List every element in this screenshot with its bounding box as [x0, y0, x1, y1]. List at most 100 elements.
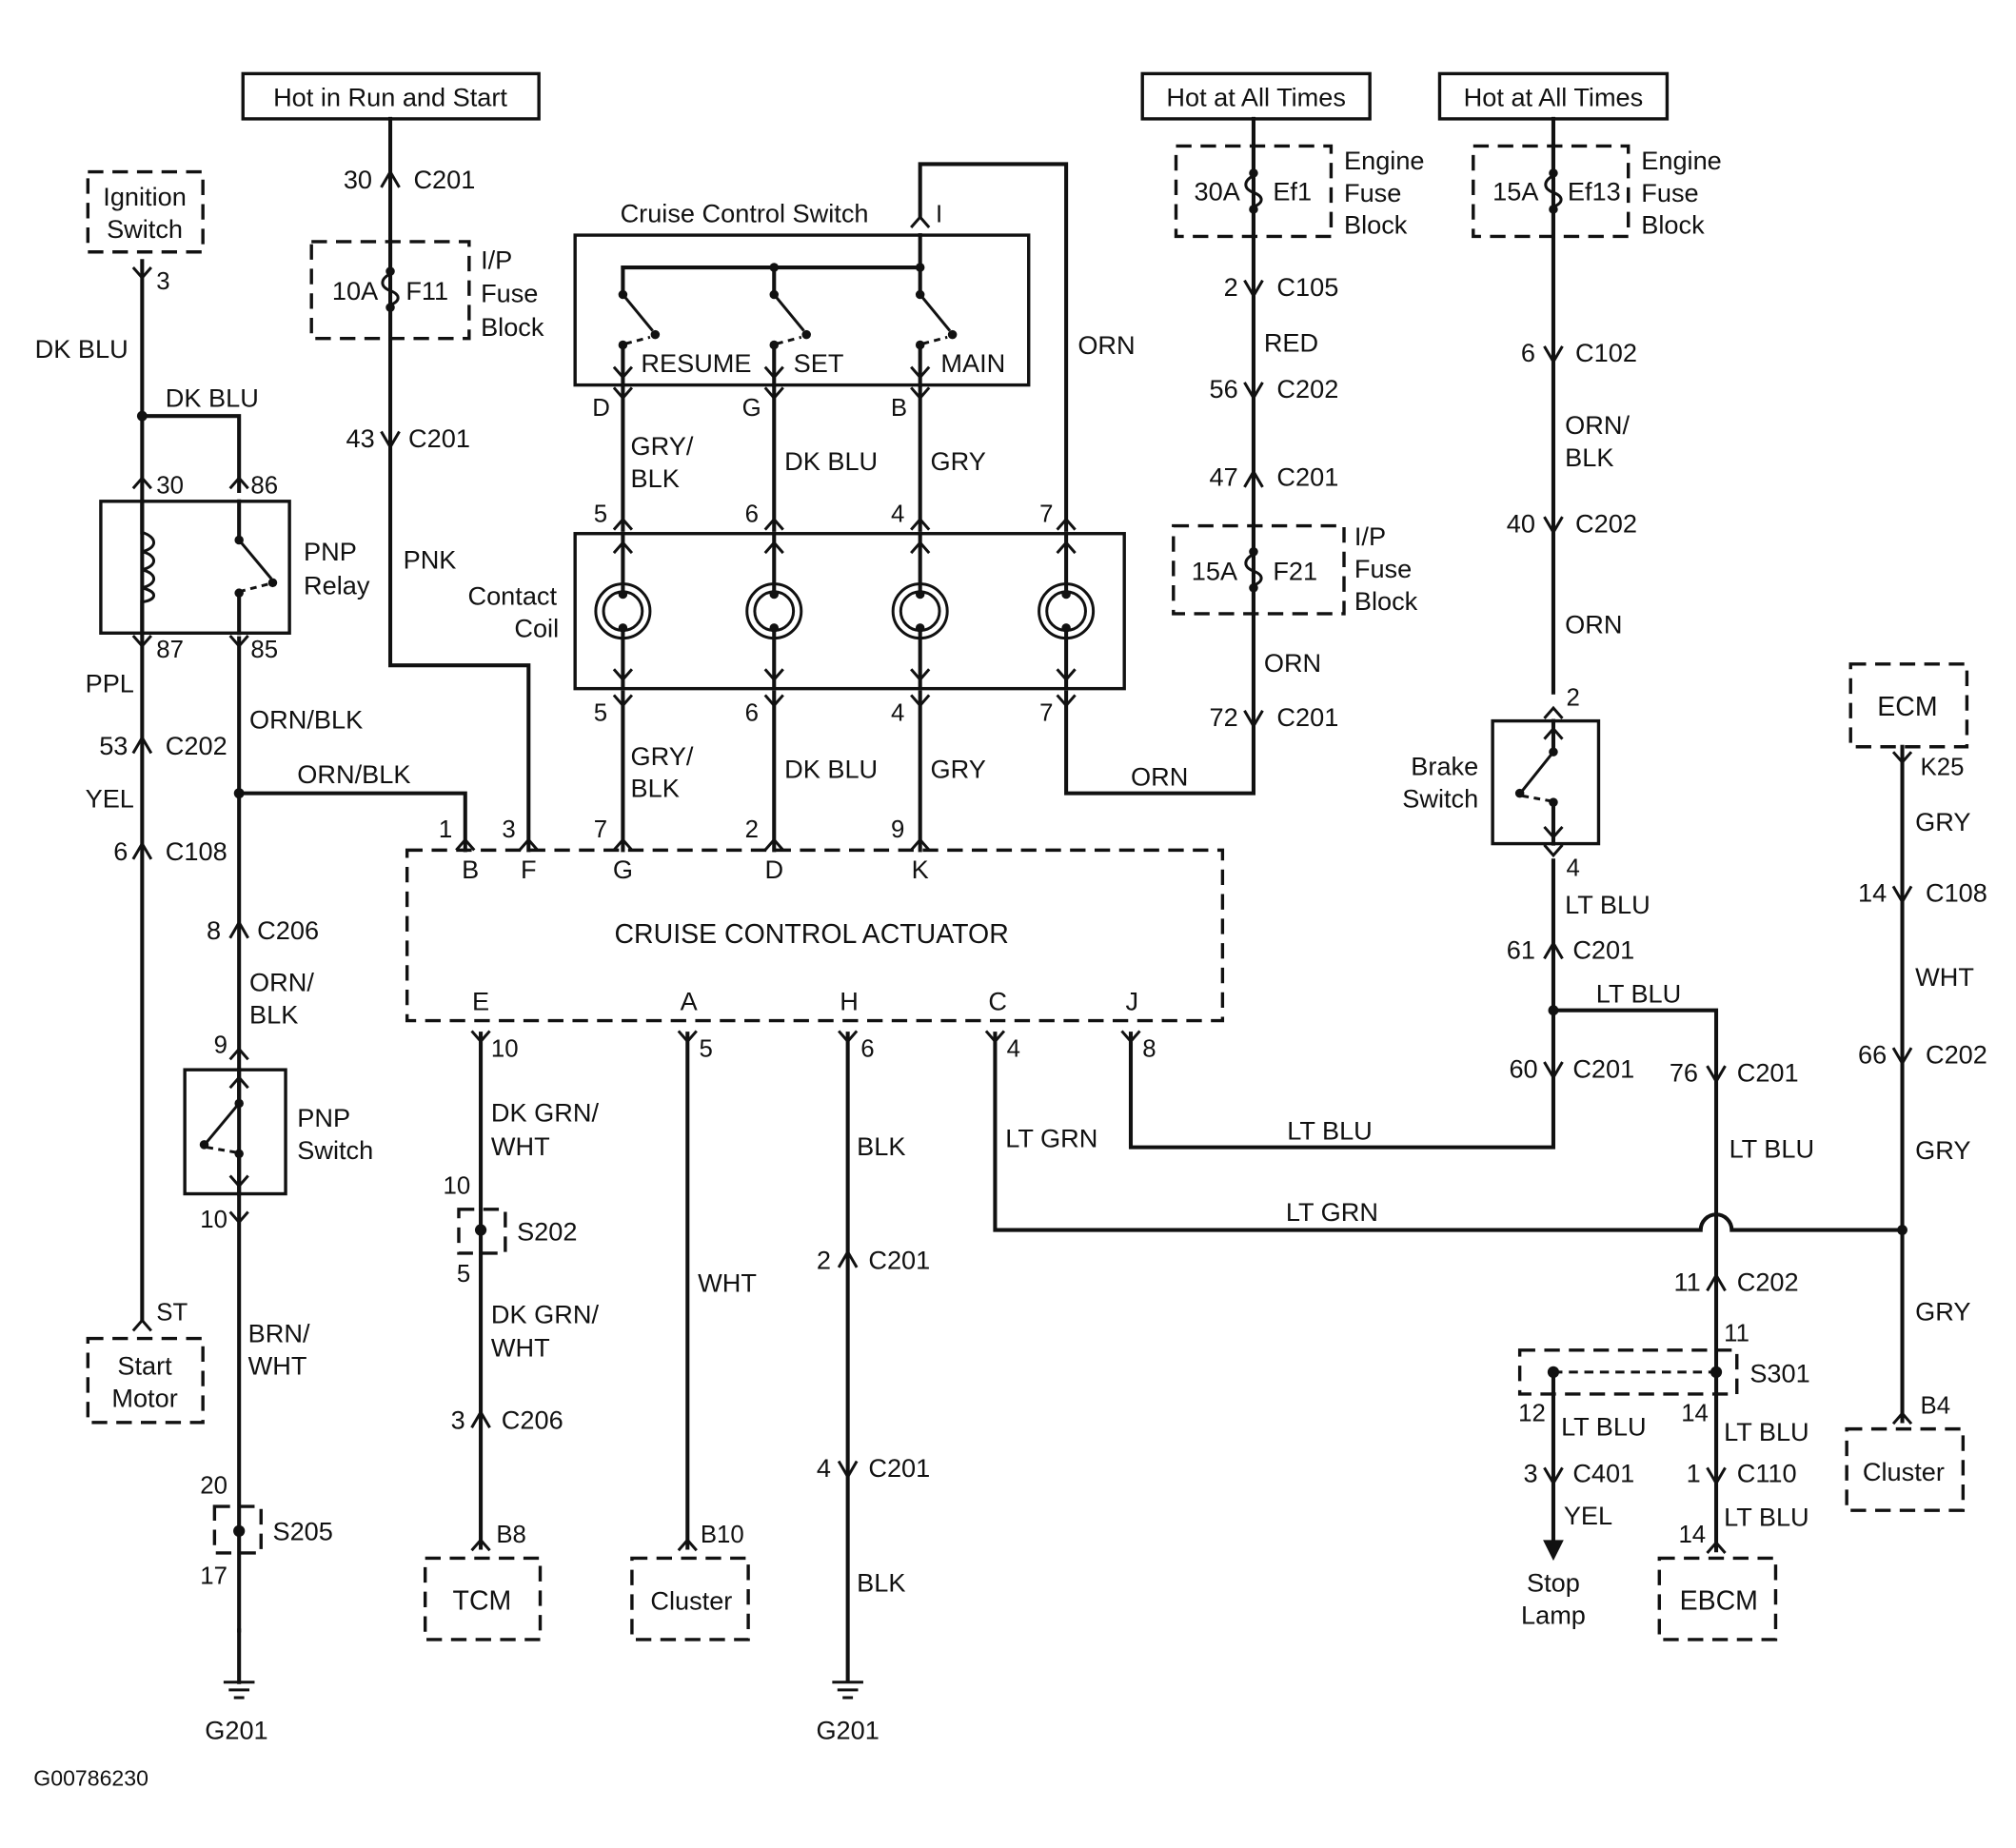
svg-text:87: 87 — [156, 637, 184, 663]
svg-text:LT BLU: LT BLU — [1287, 1115, 1373, 1145]
svg-text:WHT: WHT — [248, 1351, 307, 1381]
svg-text:1: 1 — [1687, 1458, 1701, 1487]
svg-text:S205: S205 — [272, 1516, 332, 1545]
svg-text:47: 47 — [1209, 462, 1237, 491]
ip-fuse-block-f11: 10A F11 I/P Fuse Block — [309, 239, 544, 342]
svg-text:PNP: PNP — [297, 1103, 350, 1132]
svg-text:Cruise Control Switch: Cruise Control Switch — [621, 199, 869, 228]
wire-color-labels: DK BLU DK BLU PPL YEL ORN/BLK ORN/BLK OR… — [35, 327, 1974, 1597]
svg-text:5: 5 — [594, 501, 607, 528]
svg-text:DK BLU: DK BLU — [784, 754, 878, 783]
svg-text:LT BLU: LT BLU — [1561, 1411, 1647, 1441]
svg-text:WHT: WHT — [1915, 962, 1974, 992]
svg-text:K25: K25 — [1921, 755, 1965, 781]
cruise-control-actuator: CRUISE CONTROL ACTUATOR B F G D K E A H … — [405, 848, 1225, 1023]
svg-text:85: 85 — [250, 637, 278, 663]
svg-text:C201: C201 — [1572, 934, 1634, 964]
svg-text:DK GRN/: DK GRN/ — [491, 1299, 600, 1328]
svg-text:C201: C201 — [1276, 702, 1338, 732]
svg-text:GRY: GRY — [1915, 807, 1970, 836]
svg-text:60: 60 — [1509, 1053, 1537, 1083]
svg-text:6: 6 — [113, 836, 128, 866]
svg-text:Block: Block — [481, 312, 544, 342]
svg-text:Switch: Switch — [107, 214, 183, 244]
svg-text:BLK: BLK — [631, 463, 680, 493]
svg-text:GRY: GRY — [1915, 1297, 1970, 1327]
svg-text:Fuse: Fuse — [1344, 178, 1401, 207]
svg-text:4: 4 — [891, 501, 904, 528]
svg-text:S202: S202 — [517, 1216, 577, 1246]
svg-text:GRY: GRY — [931, 754, 986, 783]
svg-text:LT BLU: LT BLU — [1724, 1502, 1809, 1531]
svg-text:I/P: I/P — [1354, 521, 1386, 551]
svg-text:ST: ST — [156, 1300, 188, 1327]
svg-text:5: 5 — [457, 1261, 470, 1288]
svg-text:BLK: BLK — [857, 1568, 905, 1598]
svg-text:C110: C110 — [1737, 1458, 1797, 1487]
ground-g201-left: G201 — [205, 1628, 268, 1744]
svg-text:Relay: Relay — [304, 571, 370, 600]
svg-text:C108: C108 — [1926, 878, 1987, 908]
svg-text:Fuse: Fuse — [481, 279, 538, 308]
svg-text:20: 20 — [200, 1473, 227, 1500]
svg-text:H: H — [840, 987, 859, 1016]
svg-text:D: D — [592, 395, 610, 422]
svg-text:3: 3 — [451, 1406, 465, 1435]
svg-text:3: 3 — [156, 268, 169, 295]
svg-text:RED: RED — [1264, 327, 1318, 357]
svg-text:D: D — [764, 855, 783, 884]
svg-text:66: 66 — [1858, 1039, 1887, 1069]
svg-text:ORN/: ORN/ — [249, 967, 314, 996]
svg-text:WHT: WHT — [698, 1268, 757, 1298]
svg-text:9: 9 — [214, 1032, 227, 1059]
svg-text:Cluster: Cluster — [1863, 1457, 1945, 1486]
svg-text:61: 61 — [1507, 934, 1535, 964]
svg-text:4: 4 — [1567, 855, 1580, 882]
svg-text:10: 10 — [200, 1207, 227, 1233]
svg-text:C201: C201 — [1276, 462, 1338, 491]
svg-text:72: 72 — [1209, 702, 1237, 732]
svg-text:S301: S301 — [1749, 1359, 1809, 1388]
svg-text:8: 8 — [207, 915, 221, 945]
svg-text:15A: 15A — [1192, 557, 1238, 586]
svg-text:Contact: Contact — [467, 580, 557, 610]
svg-text:Ignition: Ignition — [103, 182, 187, 211]
pnp-switch: PNP Switch — [183, 1068, 373, 1196]
svg-text:17: 17 — [200, 1563, 227, 1590]
svg-text:G: G — [613, 855, 633, 884]
svg-text:BLK: BLK — [857, 1131, 905, 1161]
svg-text:6: 6 — [745, 700, 759, 727]
svg-text:Lamp: Lamp — [1521, 1601, 1586, 1630]
svg-text:Stop: Stop — [1527, 1568, 1580, 1598]
pnp-relay: PNP Relay — [99, 499, 370, 636]
cruise-control-switch: Cruise Control Switch RESUME SET MAIN — [573, 199, 1031, 387]
ecm-module: ECM — [1848, 662, 1969, 749]
svg-text:4: 4 — [891, 700, 904, 727]
svg-text:C202: C202 — [1926, 1039, 1987, 1069]
coil-ring-3 — [891, 531, 949, 691]
svg-text:4: 4 — [817, 1453, 831, 1483]
tcm-module: TCM — [423, 1556, 543, 1642]
svg-text:ORN/BLK: ORN/BLK — [249, 705, 363, 735]
svg-text:2: 2 — [1567, 684, 1580, 711]
svg-text:F21: F21 — [1273, 557, 1317, 586]
svg-text:PNP: PNP — [304, 537, 357, 566]
svg-text:Ef13: Ef13 — [1568, 176, 1621, 206]
svg-text:J: J — [1126, 987, 1139, 1016]
svg-text:12: 12 — [1518, 1400, 1546, 1426]
svg-text:ORN: ORN — [1565, 609, 1622, 639]
svg-text:10: 10 — [444, 1173, 471, 1200]
svg-text:C201: C201 — [868, 1245, 930, 1274]
svg-text:BRN/: BRN/ — [248, 1319, 310, 1348]
svg-text:11: 11 — [1674, 1267, 1701, 1296]
coil-ring-2 — [745, 531, 803, 691]
svg-text:C105: C105 — [1276, 272, 1338, 302]
svg-text:Block: Block — [1641, 210, 1705, 240]
svg-text:C201: C201 — [868, 1453, 930, 1483]
svg-text:LT BLU: LT BLU — [1729, 1133, 1815, 1163]
svg-text:WHT: WHT — [491, 1131, 550, 1161]
svg-text:LT BLU: LT BLU — [1596, 979, 1682, 1009]
svg-text:C201: C201 — [408, 423, 470, 453]
svg-text:DK BLU: DK BLU — [784, 446, 878, 476]
svg-text:F11: F11 — [405, 276, 448, 305]
